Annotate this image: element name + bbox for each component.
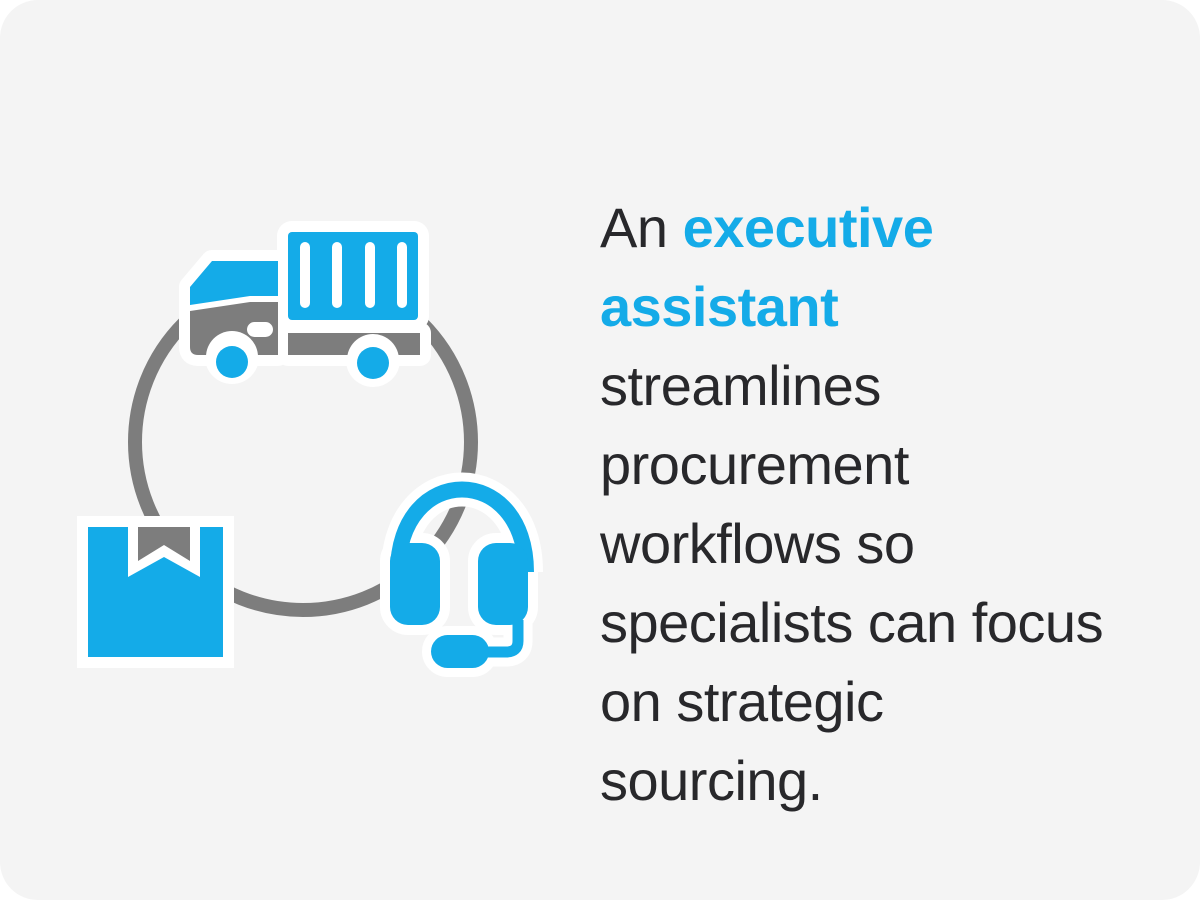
caption-suffix: streamlines procurement workflows so spe… [600, 354, 1104, 812]
caption-highlight: executive assistant [600, 196, 934, 338]
caption: An executive assistant streamlines procu… [600, 188, 1105, 820]
caption-prefix: An [600, 196, 683, 259]
delivery-truck-icon [179, 221, 431, 387]
package-icon [77, 516, 234, 668]
headset-icon [380, 472, 543, 677]
